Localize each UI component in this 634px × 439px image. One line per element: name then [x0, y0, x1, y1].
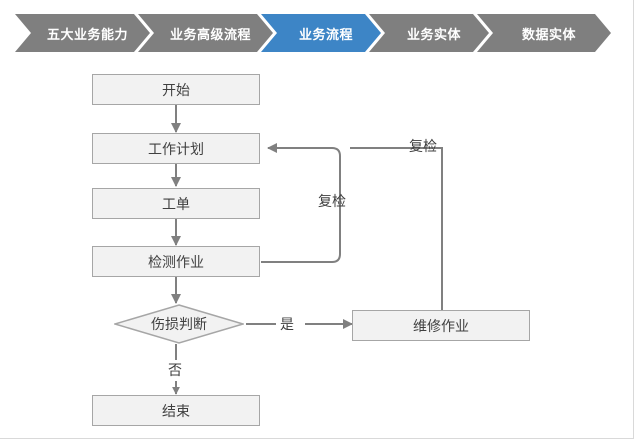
edge-label-yes: 是 [280, 316, 294, 332]
edge-label-no: 否 [168, 362, 182, 378]
diamond-shape [114, 304, 244, 344]
breadcrumb-item-4-label: 业务实体 [406, 26, 461, 42]
node-inspection-label: 检测作业 [148, 253, 204, 270]
breadcrumb-item-2[interactable]: 业务高级流程 [138, 14, 273, 52]
node-damage-decision[interactable]: 伤损判断 [114, 304, 244, 344]
connector-repair-recheck-to-workplan [350, 147, 443, 313]
breadcrumb-item-1-label: 五大业务能力 [46, 26, 128, 42]
node-work-plan-label: 工作计划 [148, 140, 204, 157]
breadcrumb-item-5[interactable]: 数据实体 [477, 14, 611, 52]
node-repair-label: 维修作业 [413, 317, 469, 334]
node-work-plan[interactable]: 工作计划 [92, 133, 260, 164]
edge-label-recheck-outer: 复检 [409, 138, 437, 154]
breadcrumb-item-1[interactable]: 五大业务能力 [15, 14, 150, 52]
node-work-order-label: 工单 [162, 195, 190, 212]
breadcrumb-item-2-label: 业务高级流程 [169, 26, 251, 42]
breadcrumb-item-4[interactable]: 业务实体 [369, 14, 489, 52]
node-inspection[interactable]: 检测作业 [92, 246, 260, 277]
node-end-label: 结束 [162, 402, 190, 419]
breadcrumb-item-3-label: 业务流程 [298, 26, 353, 42]
edge-label-recheck-inner: 复检 [318, 193, 346, 209]
breadcrumb: 五大业务能力 业务高级流程 业务流程 业务实体 数据实体 [0, 14, 634, 52]
node-repair[interactable]: 维修作业 [352, 310, 530, 341]
node-start[interactable]: 开始 [92, 74, 260, 105]
node-end[interactable]: 结束 [92, 395, 260, 426]
node-work-order[interactable]: 工单 [92, 188, 260, 219]
node-start-label: 开始 [162, 81, 190, 98]
breadcrumb-item-3-active[interactable]: 业务流程 [261, 14, 381, 52]
node-damage-decision-label: 伤损判断 [151, 316, 207, 332]
breadcrumb-item-5-label: 数据实体 [521, 26, 576, 42]
